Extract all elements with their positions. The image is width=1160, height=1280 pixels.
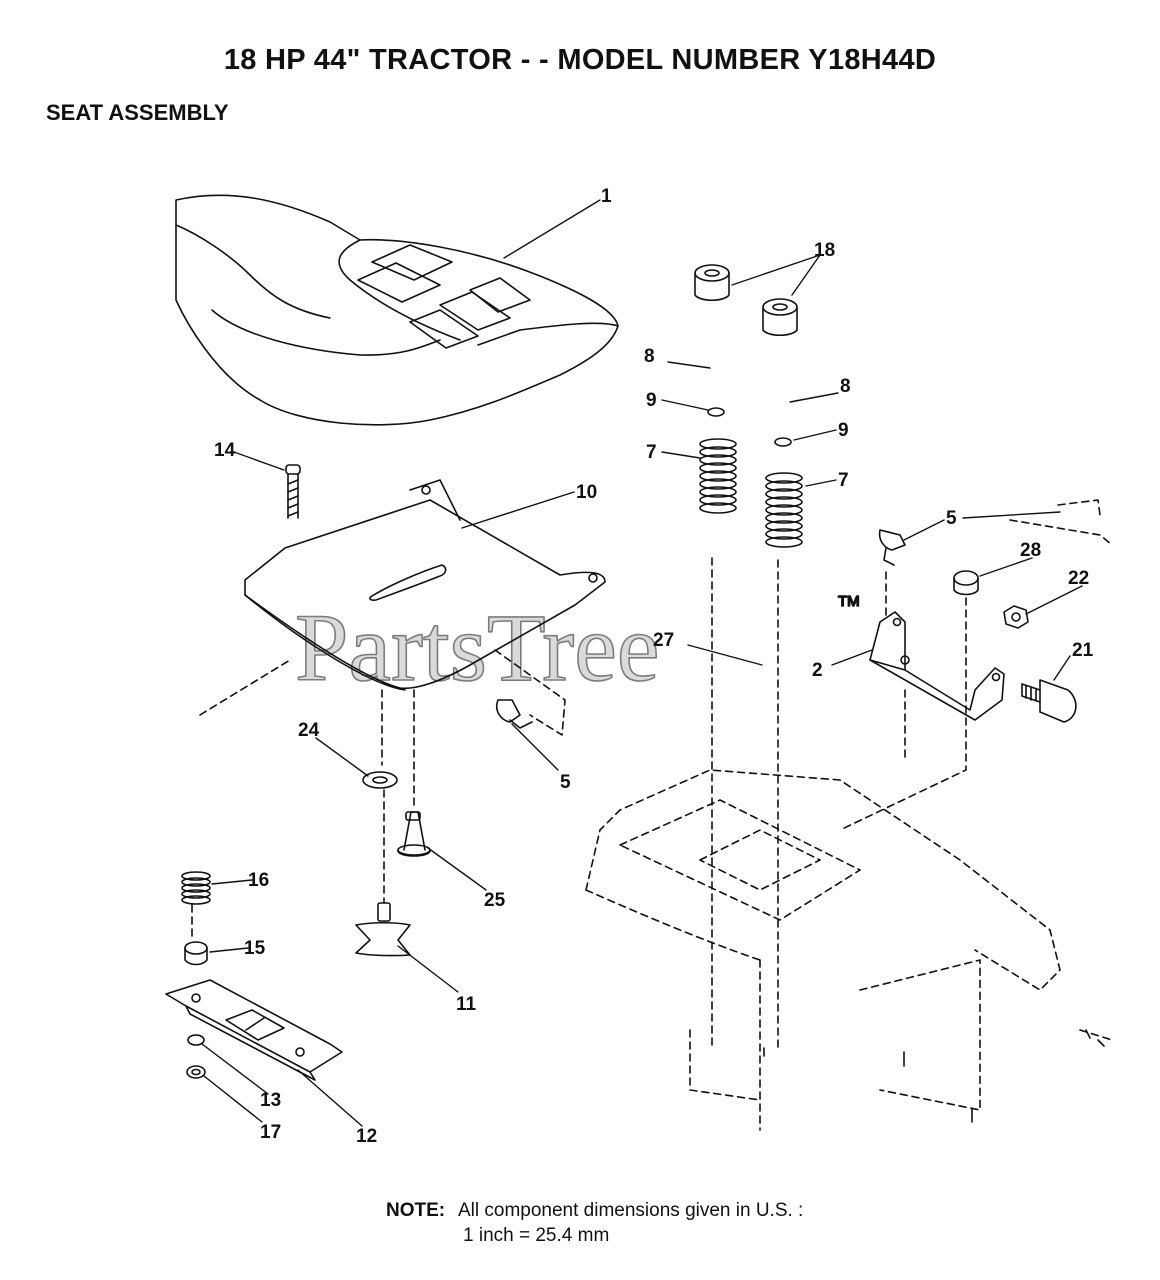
callout-18: 18 [814, 240, 835, 261]
cap-15-part [184, 941, 208, 966]
callout-1: 1 [601, 186, 612, 207]
callout-13: 13 [260, 1090, 281, 1111]
seat-part [175, 194, 619, 426]
nut-13-part [187, 1034, 205, 1046]
callout-24: 24 [298, 720, 320, 741]
watermark-tm: TM [838, 593, 860, 610]
callout-12: 12 [356, 1126, 377, 1147]
bolt-25-part [397, 811, 431, 857]
callout-8: 8 [840, 376, 851, 397]
spring-7-part [765, 472, 803, 548]
callout-16: 16 [248, 870, 269, 891]
watermark: PartsTree [295, 594, 659, 701]
diagram-title: 18 HP 44" TRACTOR - - MODEL NUMBER Y18H4… [223, 44, 937, 76]
callout-14: 14 [214, 440, 236, 461]
tractor-frame [191, 499, 1113, 1131]
note-line-1: All component dimensions given in U.S. : [458, 1200, 804, 1221]
washer-24-part [362, 771, 398, 789]
spring-7-part [699, 438, 737, 514]
nut-17-part [186, 1065, 206, 1079]
callout-7: 7 [646, 442, 657, 463]
dimension-note: NOTE: All component dimensions given in U… [386, 1198, 803, 1248]
nut-22-part [1003, 605, 1029, 629]
nut-28-part [953, 570, 979, 596]
knob-11-part [355, 902, 411, 957]
clip-5-part [495, 699, 533, 729]
callout-7: 7 [838, 470, 849, 491]
callout-10: 10 [576, 482, 597, 503]
callout-2: 2 [812, 660, 823, 681]
callout-5: 5 [560, 772, 571, 793]
seat-pan-part [244, 479, 606, 691]
callout-5: 5 [946, 508, 957, 529]
washer-9-part [774, 437, 792, 447]
section-title: SEAT ASSEMBLY [46, 100, 229, 125]
bolt-14-part [285, 464, 301, 519]
bolt-21-part [1021, 679, 1077, 723]
callout-labels: 1 18 8 8 9 9 7 7 14 10 5 28 22 27 2 21 2… [214, 186, 1094, 1147]
callout-25: 25 [484, 890, 506, 911]
callout-11: 11 [456, 994, 477, 1015]
plate-12-part [165, 979, 343, 1081]
bushing-18-part [694, 264, 798, 337]
callout-21: 21 [1072, 640, 1094, 661]
callout-15: 15 [244, 938, 266, 959]
spring-16-part [181, 871, 211, 905]
note-line-2: 1 inch = 25.4 mm [463, 1225, 610, 1246]
callout-9: 9 [646, 390, 657, 411]
callout-17: 17 [260, 1122, 281, 1143]
callout-28: 28 [1020, 540, 1041, 561]
washer-9-part [707, 407, 725, 417]
clip-5-part [878, 529, 906, 566]
callout-27: 27 [653, 630, 674, 651]
callout-9: 9 [838, 420, 849, 441]
bracket-2-part [869, 611, 1005, 721]
callout-8: 8 [644, 346, 655, 367]
note-label: NOTE: [386, 1200, 446, 1221]
callout-22: 22 [1068, 568, 1089, 589]
